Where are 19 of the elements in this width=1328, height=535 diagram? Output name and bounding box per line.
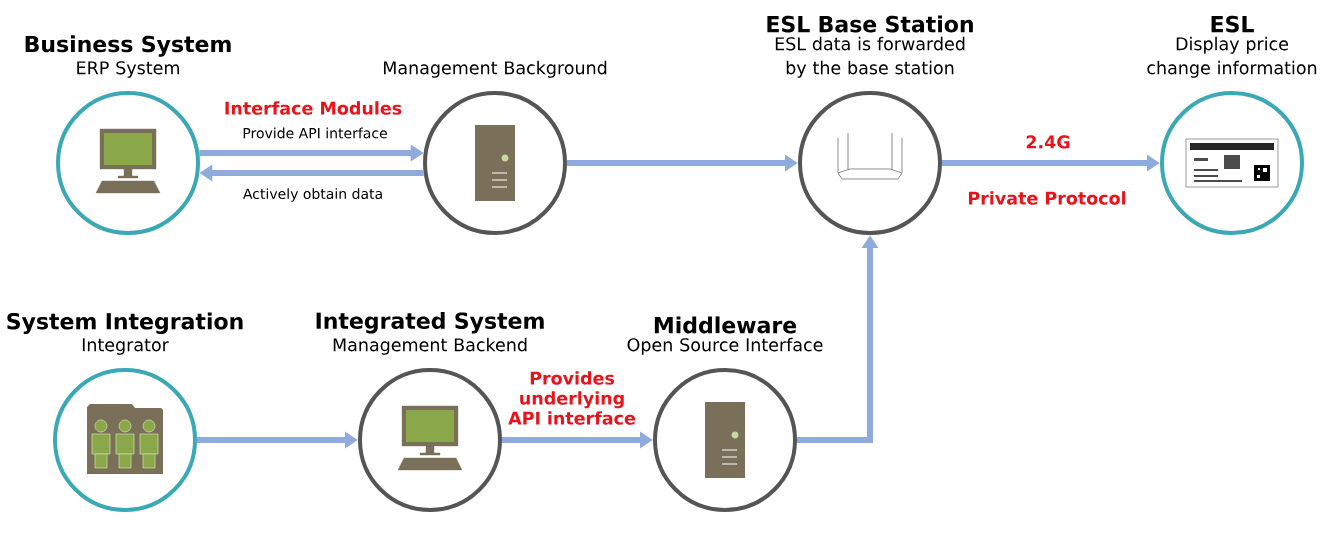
edge-label: Actively obtain data: [243, 188, 382, 202]
heading: ESL: [1211, 15, 1254, 33]
protocol-label: Private Protocol: [968, 191, 1126, 205]
subtitle: Open Source Interface: [627, 337, 823, 355]
heading: System Integration: [7, 312, 243, 334]
subtitle: Integrator: [82, 338, 169, 355]
edge-label: Provides underlying API interface: [508, 371, 635, 425]
heading: Integrated System: [316, 312, 544, 334]
subtitle: ERP System: [77, 61, 179, 78]
heading: Business System: [25, 35, 231, 57]
edge-label: Provide API interface: [243, 127, 387, 139]
protocol-label: Interface Modules: [225, 101, 402, 115]
subtitle: Management Background: [384, 60, 607, 78]
edge-label: 2.4G: [1026, 135, 1070, 149]
subtitle: ESL data is forwarded by the base station: [775, 36, 965, 78]
heading: Middleware: [654, 316, 797, 334]
subtitle: Management Backend: [333, 337, 527, 355]
heading: ESL Base Station: [767, 15, 973, 33]
subtitle: Display price change information: [1147, 36, 1317, 78]
